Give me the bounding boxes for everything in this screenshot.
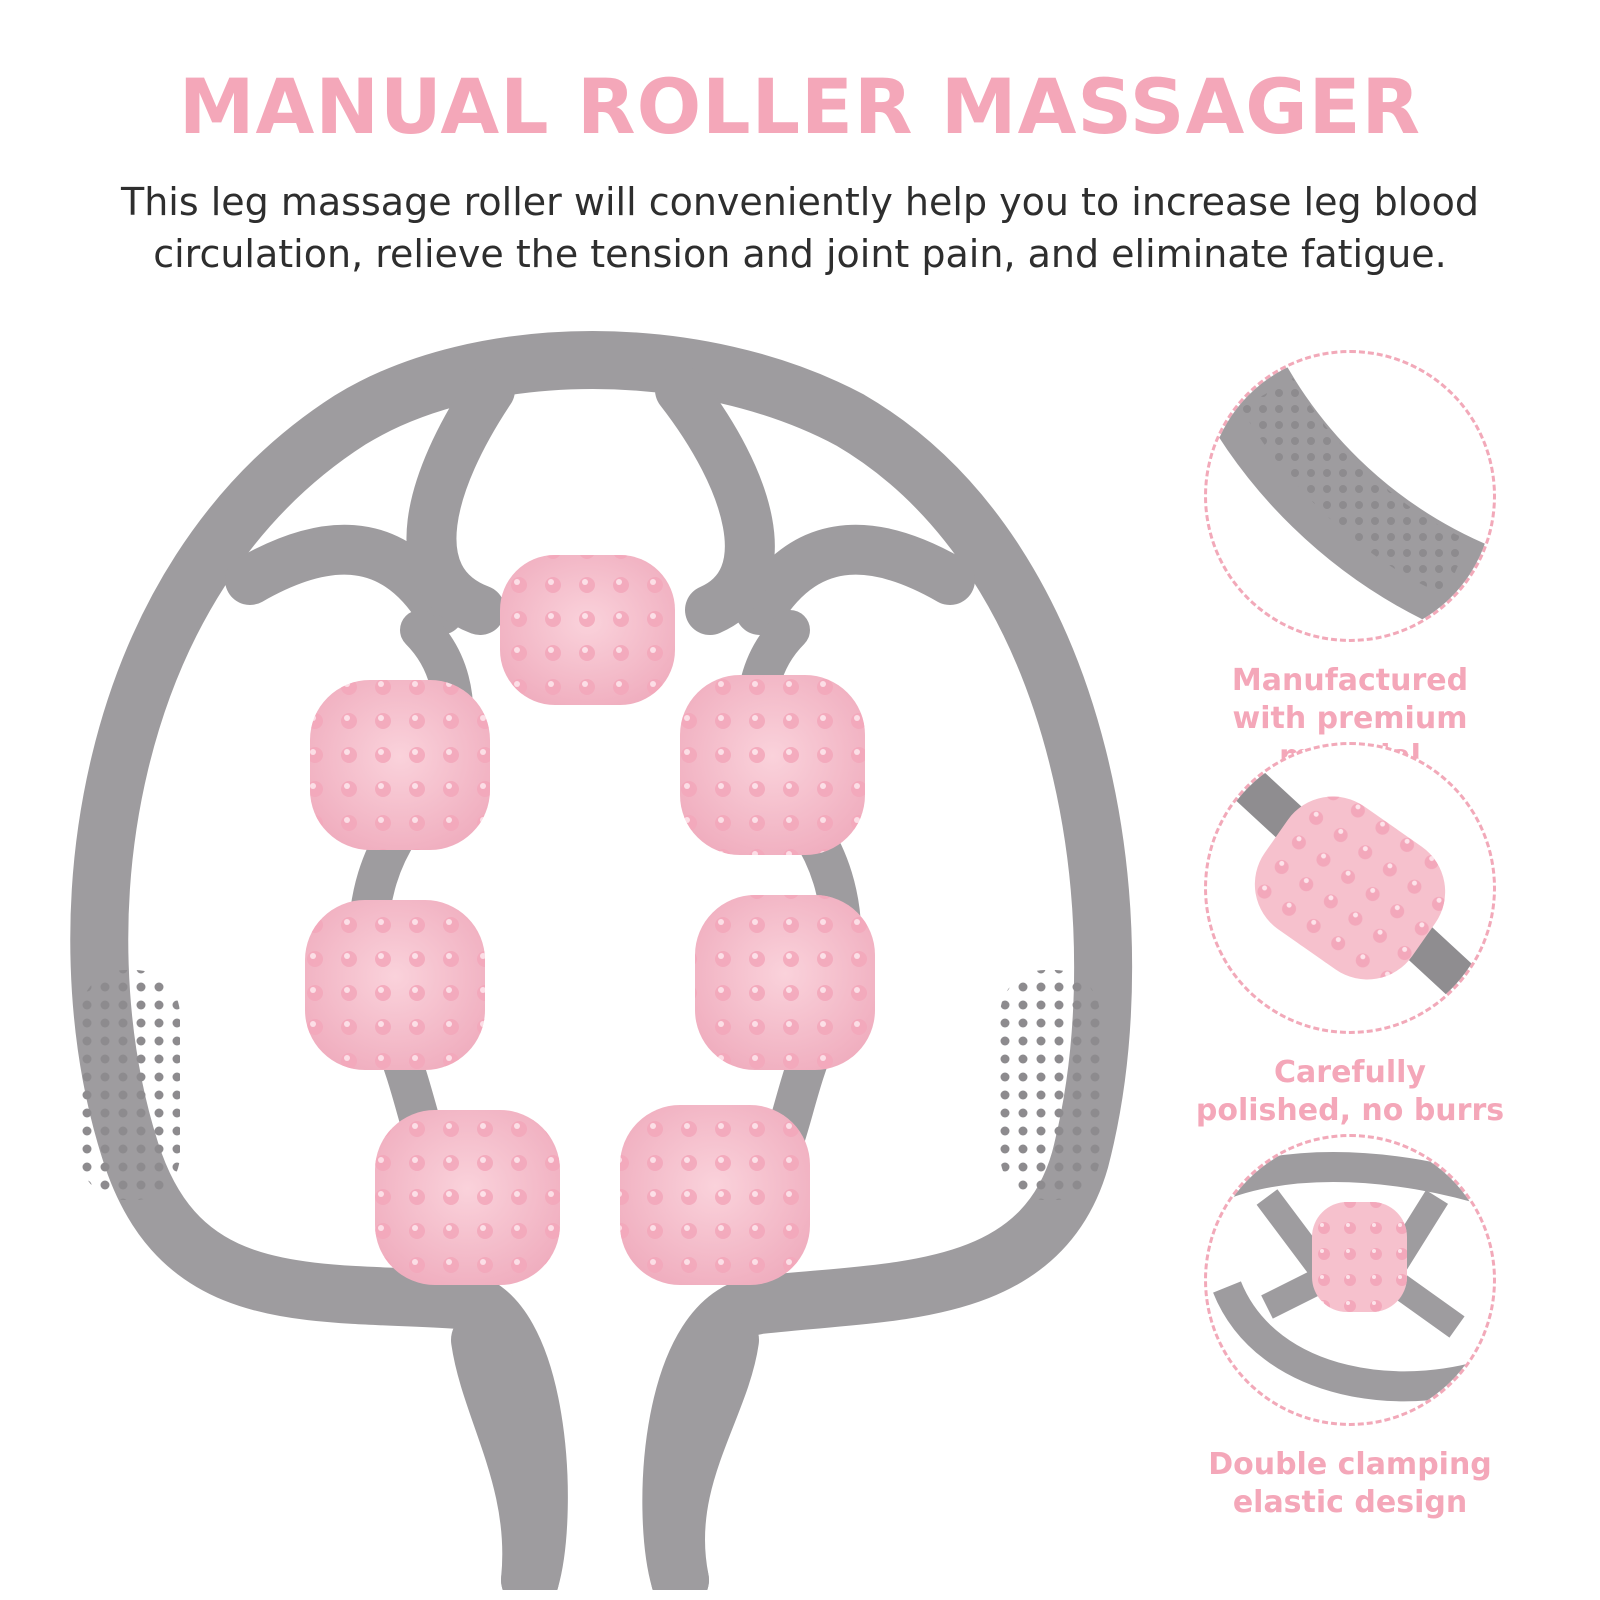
roller-left-1 (310, 680, 490, 850)
right-grip-texture (1000, 970, 1100, 1200)
left-grip-texture (80, 970, 180, 1200)
roller-closeup-icon (1207, 745, 1493, 1025)
feature-premium-material: Manufactured with premium material (1195, 350, 1505, 776)
feature-polished: Carefully polished, no burrs (1195, 742, 1505, 1130)
textured-handle-icon (1207, 353, 1493, 639)
feature-closeup-circle (1204, 1134, 1496, 1426)
page-title: MANUAL ROLLER MASSAGER (178, 62, 1422, 151)
outer-frame (70, 331, 1133, 1590)
roller-right-1 (680, 675, 865, 855)
feature-closeup-circle (1204, 350, 1496, 642)
feature-label: Carefully polished, no burrs (1195, 1055, 1505, 1128)
roller-left-2 (305, 900, 485, 1070)
massager-product-image (70, 331, 1133, 1590)
roller-right-2 (695, 895, 875, 1070)
roller-top (500, 555, 675, 705)
frame-closeup-icon (1207, 1152, 1493, 1402)
feature-double-clamping: Double clamping elastic design (1195, 1134, 1505, 1522)
product-description: This leg massage roller will convenientl… (121, 180, 1479, 276)
feature-closeup-circle (1204, 742, 1496, 1034)
roller-right-3 (620, 1105, 810, 1285)
feature-label: Double clamping elastic design (1208, 1447, 1492, 1520)
roller-left-3 (375, 1110, 560, 1285)
